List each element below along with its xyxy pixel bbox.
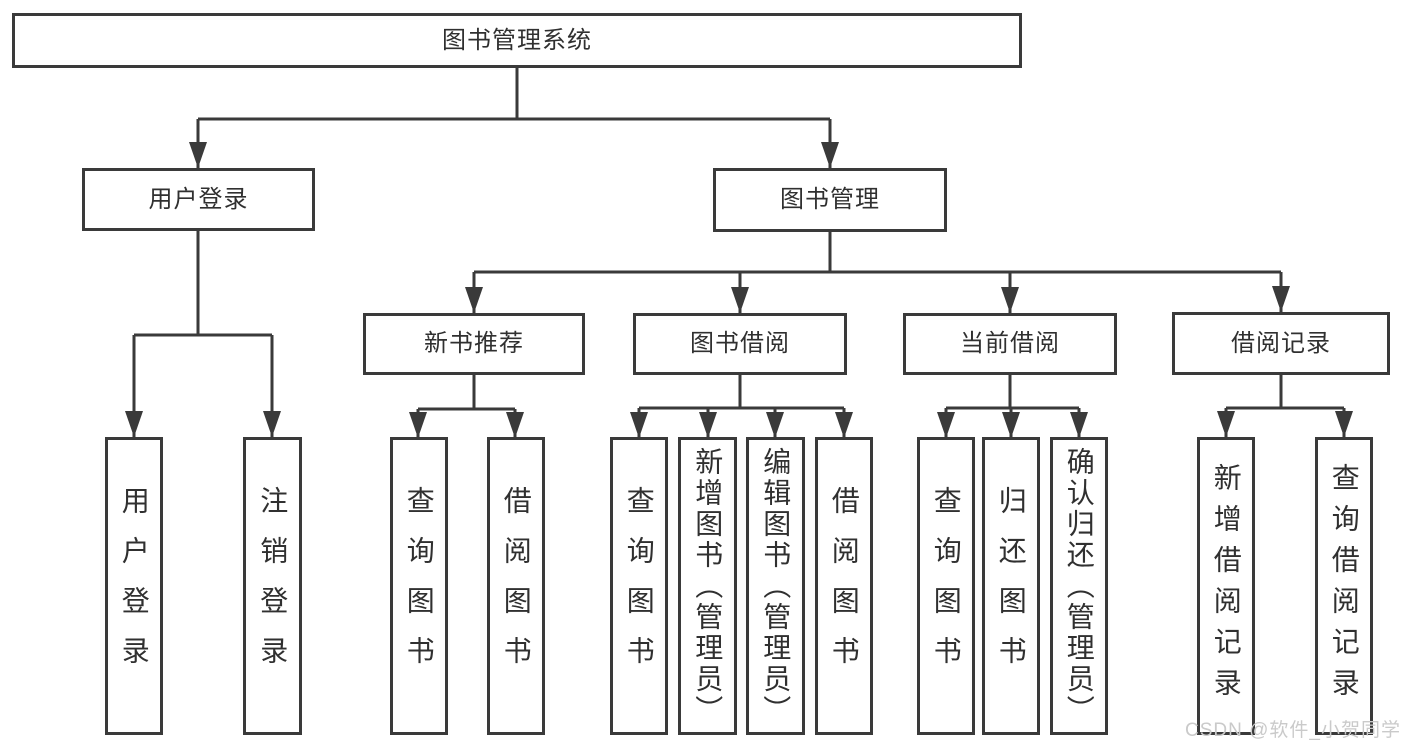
node-label: 新书推荐 [424, 330, 524, 357]
node-current-borrowing: 当前借阅 [903, 313, 1117, 375]
node-add-book-admin: 新增图书（管理员） [678, 437, 737, 735]
node-label: 编辑图书（管理员） [760, 446, 792, 726]
node-label: 查询借阅记录 [1328, 463, 1360, 709]
node-library-system: 图书管理系统 [12, 13, 1022, 68]
connector-user-login [132, 231, 274, 437]
arrow-down-icon [1002, 412, 1020, 438]
arrow-down-icon [1217, 411, 1235, 437]
node-label: 借阅图书 [828, 486, 860, 686]
node-user-login: 用户登录 [82, 168, 315, 231]
node-return-books: 归还图书 [982, 437, 1040, 735]
node-label: 借阅图书 [500, 486, 532, 686]
arrow-down-icon [835, 412, 853, 438]
node-label: 查询图书 [930, 486, 962, 686]
arrow-down-icon [731, 287, 749, 313]
connector-borrowing-records [1224, 375, 1346, 437]
connector-new-book-recommendation [416, 375, 517, 438]
node-label: 图书管理 [780, 186, 880, 213]
arrow-down-icon [263, 411, 281, 437]
arrowheads-level2 [189, 142, 839, 168]
arrow-down-icon [699, 412, 717, 438]
arrow-down-icon [766, 412, 784, 438]
node-label: 新增借阅记录 [1210, 463, 1242, 709]
node-label: 图书借阅 [690, 330, 790, 357]
node-logout: 注销登录 [243, 437, 302, 735]
node-book-borrowing: 图书借阅 [633, 313, 847, 375]
node-query-books-borrowing: 查询图书 [610, 437, 668, 735]
node-book-management: 图书管理 [713, 168, 947, 232]
node-query-borrow-record: 查询借阅记录 [1315, 437, 1373, 735]
node-label: 用户登录 [148, 185, 249, 213]
connector-book-management [472, 232, 1283, 313]
arrow-down-icon [630, 412, 648, 438]
node-borrowing-records: 借阅记录 [1172, 312, 1390, 375]
node-label: 查询图书 [403, 486, 435, 686]
arrow-down-icon [821, 142, 839, 168]
node-add-borrow-record: 新增借阅记录 [1197, 437, 1255, 735]
connector-current-borrowing [944, 375, 1081, 438]
arrow-down-icon [125, 411, 143, 437]
node-user-login-leaf: 用户登录 [105, 437, 163, 735]
node-edit-book-admin: 编辑图书（管理员） [746, 437, 805, 735]
connector-root-to-level2 [196, 68, 832, 168]
node-label: 当前借阅 [960, 330, 1060, 357]
arrowheads-level3 [465, 286, 1290, 313]
node-borrow-books-borrowing: 借阅图书 [815, 437, 873, 735]
node-confirm-return-admin: 确认归还（管理员） [1050, 437, 1108, 735]
arrow-down-icon [1001, 287, 1019, 313]
node-label: 归还图书 [995, 486, 1027, 686]
node-query-books-recommend: 查询图书 [390, 437, 448, 735]
node-label: 注销登录 [257, 486, 289, 686]
connector-book-borrowing [637, 375, 846, 438]
node-label: 用户登录 [118, 486, 150, 686]
arrow-down-icon [1272, 286, 1290, 312]
arrowheads-leaves [125, 411, 1353, 438]
arrow-down-icon [1070, 412, 1088, 438]
node-new-book-recommendation: 新书推荐 [363, 313, 585, 375]
arrow-down-icon [937, 412, 955, 438]
arrow-down-icon [409, 412, 427, 438]
arrow-down-icon [465, 287, 483, 313]
arrow-down-icon [189, 142, 207, 168]
arrow-down-icon [506, 412, 524, 438]
node-label: 借阅记录 [1231, 329, 1331, 357]
node-label: 图书管理系统 [442, 26, 592, 54]
node-label: 确认归还（管理员） [1063, 446, 1095, 726]
arrow-down-icon [1335, 411, 1353, 437]
node-query-books-current: 查询图书 [917, 437, 975, 735]
node-label: 新增图书（管理员） [692, 446, 724, 726]
watermark: CSDN @软件_小贺同学 [1185, 720, 1401, 741]
node-borrow-books-recommend: 借阅图书 [487, 437, 545, 735]
node-label: 查询图书 [623, 486, 655, 686]
